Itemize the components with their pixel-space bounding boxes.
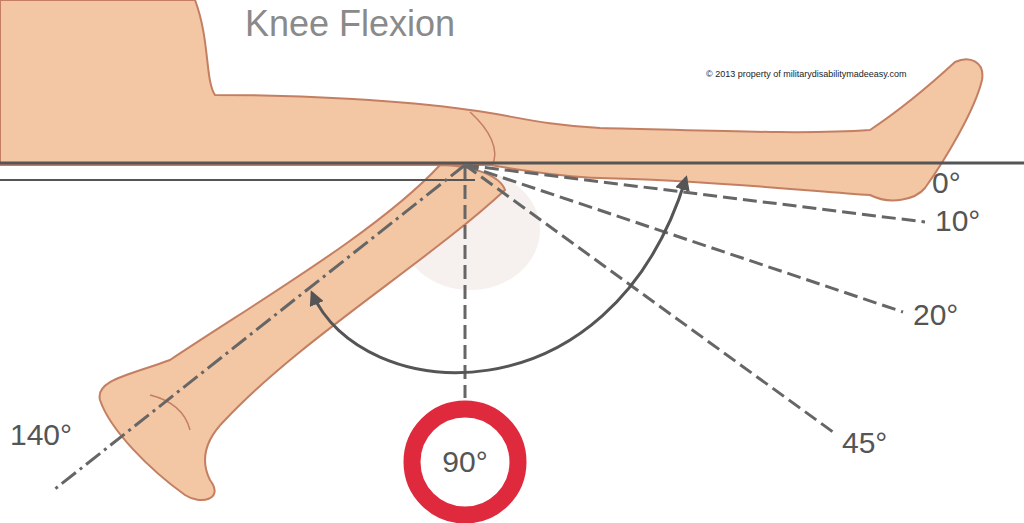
- copyright-note: © 2013 property of militarydisabilitymad…: [706, 70, 907, 79]
- angle-label: 0°: [932, 168, 961, 198]
- knee-line: [470, 112, 495, 166]
- angle-label: 45°: [842, 428, 887, 458]
- bent-leg: [100, 165, 505, 500]
- forty-five-degree-line: [465, 165, 833, 432]
- range-arrow: [312, 178, 686, 373]
- one-forty-degree-line: [55, 165, 465, 489]
- angle-label: 140°: [10, 420, 72, 450]
- ninety-degree-line: [464, 165, 467, 398]
- angle-label: 10°: [935, 206, 980, 236]
- angle-value: 90°: [442, 447, 487, 477]
- angle-ring: 90°: [403, 400, 527, 523]
- straight-leg: [0, 0, 982, 200]
- zero-degree-line: [0, 162, 1024, 165]
- ankle-line: [150, 395, 190, 430]
- diagram-title: Knee Flexion: [245, 6, 455, 42]
- red-ring: [412, 409, 518, 515]
- angle-label: 20°: [913, 300, 958, 330]
- table-edge: [0, 179, 475, 181]
